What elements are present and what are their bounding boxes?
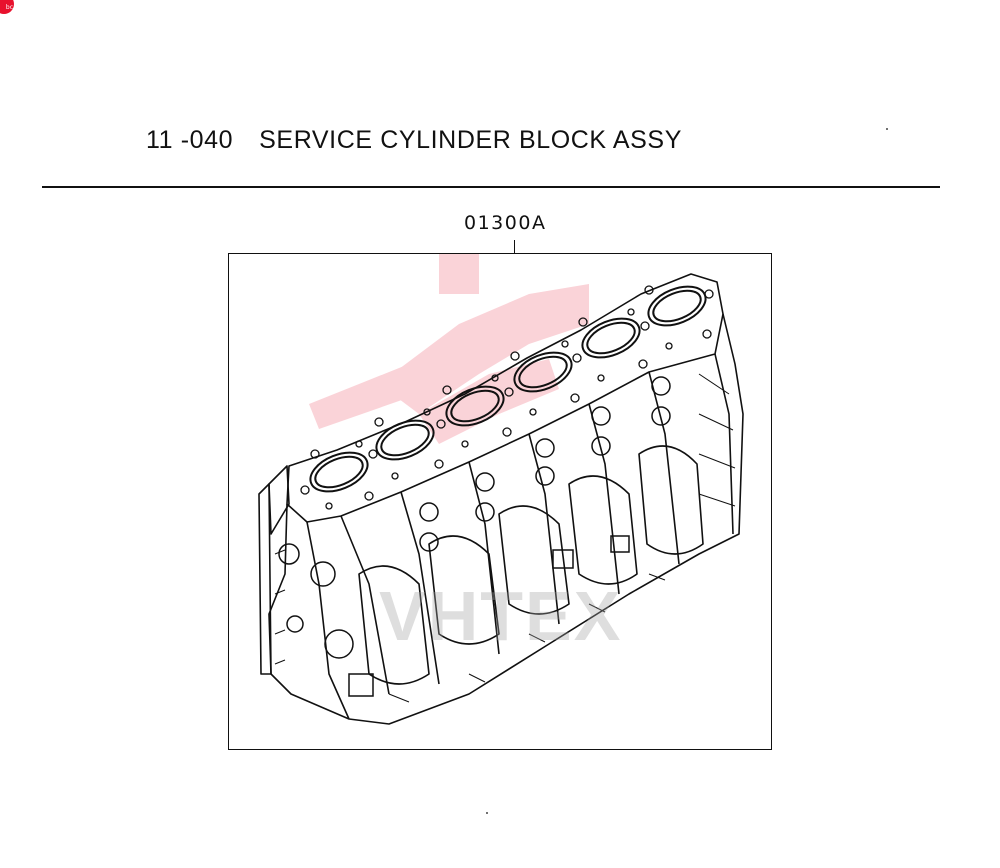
side-bosses [278,376,671,697]
part-code-label: 01300A [464,212,547,234]
illustration-frame: VHTEX [228,253,772,750]
detail-lines [274,373,736,703]
cylinder-block-drawing [258,254,744,725]
page-title: 11 -040 SERVICE CYLINDER BLOCK ASSY [146,126,682,155]
part-leader-line [514,240,515,254]
cylinder-bores [309,285,707,493]
scan-speck [486,812,488,814]
deck-bolt-holes [300,285,714,510]
corner-badge: bc [0,0,14,14]
title-divider [42,186,940,188]
section-number: 11 -040 [146,126,234,154]
block-body [268,313,744,725]
watermark-logo [309,254,589,444]
corner-badge-text: bc [5,4,13,11]
watermark-text: VHTEX [379,577,623,655]
section-title: SERVICE CYLINDER BLOCK ASSY [259,126,682,154]
scan-speck [886,128,888,130]
